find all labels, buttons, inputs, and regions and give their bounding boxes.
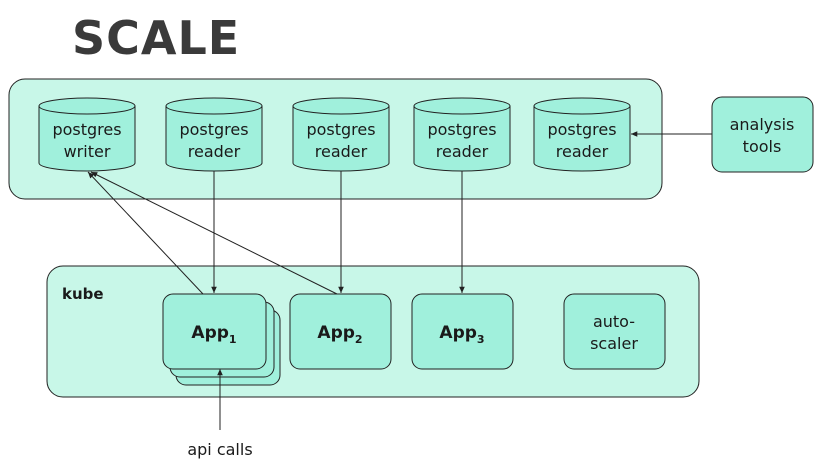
db-label-line2: reader [315,142,368,161]
page-title: SCALE [72,11,240,65]
db-label-line1: postgres [427,120,496,139]
autoscaler-node: auto- scaler [563,293,666,370]
edge-app1-to-writer [87,171,204,295]
analysis-tools-line2: tools [743,137,782,156]
kube-label: kube [62,285,104,303]
app-1-label: App1 [191,323,236,346]
db-label-line2: reader [556,142,609,161]
autoscaler-line2: scaler [590,334,638,353]
api-calls-label: api calls [187,440,252,459]
db-label-line1: postgres [547,120,616,139]
postgres-reader-2: postgres reader [292,97,390,172]
db-label-line2: writer [64,142,111,161]
edge-app2-to-writer [90,171,338,295]
analysis-tools-node: analysis tools [711,96,814,173]
db-label-line2: reader [188,142,241,161]
app-1: App1 [162,293,281,386]
db-label-line1: postgres [52,120,121,139]
postgres-reader-4: postgres reader [533,97,631,172]
db-label-line2: reader [436,142,489,161]
postgres-reader-1: postgres reader [165,97,263,172]
app-2: App2 [289,293,392,370]
autoscaler-line1: auto- [593,312,635,331]
postgres-reader-3: postgres reader [413,97,511,172]
analysis-tools-line1: analysis [730,115,795,134]
app-3: App3 [411,293,514,370]
postgres-writer: postgres writer [38,97,136,172]
db-label-line1: postgres [306,120,375,139]
db-label-line1: postgres [179,120,248,139]
app-2-label: App2 [317,323,362,346]
app-3-label: App3 [439,323,484,346]
